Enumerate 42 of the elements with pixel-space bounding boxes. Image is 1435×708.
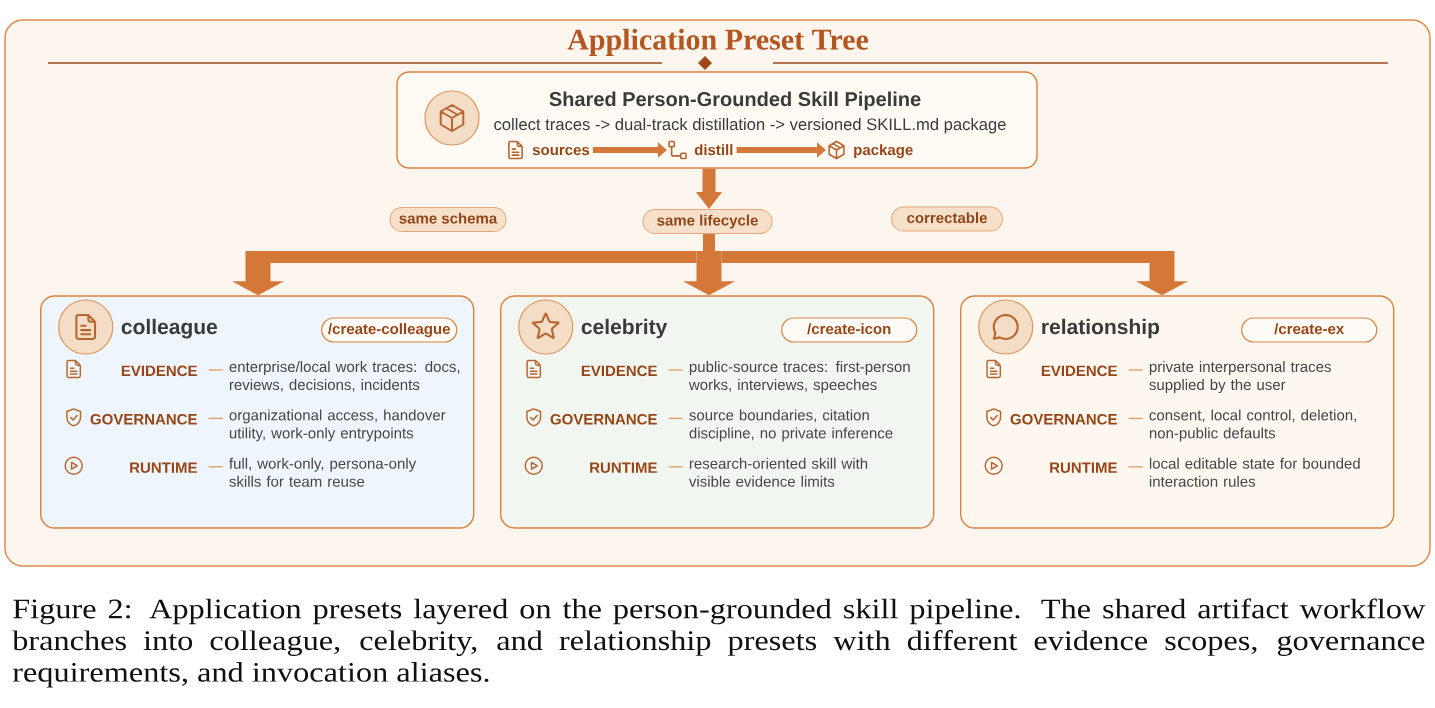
field-label: RUNTIME: [590, 462, 657, 473]
caption: Figure 2: Application presets layered on the person-grounded skill pipeline. The shared artifact workflow branches into colleague, celebrity, and relationship presets with different evidence scopes, governance requirements, and invocation aliases.: [12, 598, 1426, 688]
field-label: GOVERNANCE: [90, 413, 197, 425]
step-label: distill: [694, 144, 733, 156]
field-text: enterprise/local work traces: docs, reviews, decisions, incidents: [229, 361, 460, 392]
card-title: celebrity: [581, 318, 668, 339]
step-label: sources: [532, 146, 590, 156]
box-subtitle: collect traces -> dual-track distillation -> versioned SKILL.md package: [494, 117, 1006, 134]
field-label: RUNTIME: [1050, 462, 1117, 473]
field-label: RUNTIME: [130, 462, 197, 473]
field-text: organizational access, handover utility, work-only entrypoints: [229, 409, 446, 442]
field-label: EVIDENCE: [581, 365, 657, 377]
field-text: source boundaries, citation discipline, no private inference: [689, 409, 893, 442]
card: [960, 295, 1395, 529]
command-badge: /create-ex: [1241, 317, 1378, 343]
block-arrow: [721, 251, 1188, 296]
field-text: research-oriented skill with visible evidence limits: [688, 457, 868, 487]
card-title: relationship: [1042, 318, 1160, 339]
block-arrow: [683, 263, 735, 296]
title: Application Preset Tree: [567, 28, 869, 56]
field-text: full, work-only, persona-only skills for team reuse: [229, 457, 417, 487]
step-label: package: [854, 144, 913, 159]
field-label: EVIDENCE: [121, 365, 197, 377]
card-title: colleague: [121, 318, 218, 339]
field-text: local editable state for bounded interaction rules: [1149, 457, 1360, 487]
field-label: EVIDENCE: [1041, 365, 1117, 377]
field-text: private interpersonal traces supplied by the user: [1149, 361, 1331, 393]
card: [500, 295, 935, 529]
block-arrow: [232, 251, 697, 296]
tag-badge: same schema: [389, 207, 507, 232]
connector-stem: [696, 234, 722, 263]
field-label: GOVERNANCE: [1010, 413, 1117, 425]
box-title: Shared Person-Grounded Skill Pipeline: [549, 91, 921, 111]
field-label: GOVERNANCE: [550, 413, 657, 425]
command-badge: /create-colleague: [321, 317, 458, 343]
field-text: consent, local control, deletion, non-public defaults: [1149, 409, 1356, 442]
tag-badge: correctable: [891, 206, 1003, 232]
tag-badge: same lifecycle: [642, 209, 773, 234]
command-badge: /create-icon: [781, 317, 918, 343]
process-box: [396, 71, 1038, 169]
field-text: public-source traces: first-person works, interviews, speeches: [688, 361, 910, 393]
card: [40, 295, 475, 529]
